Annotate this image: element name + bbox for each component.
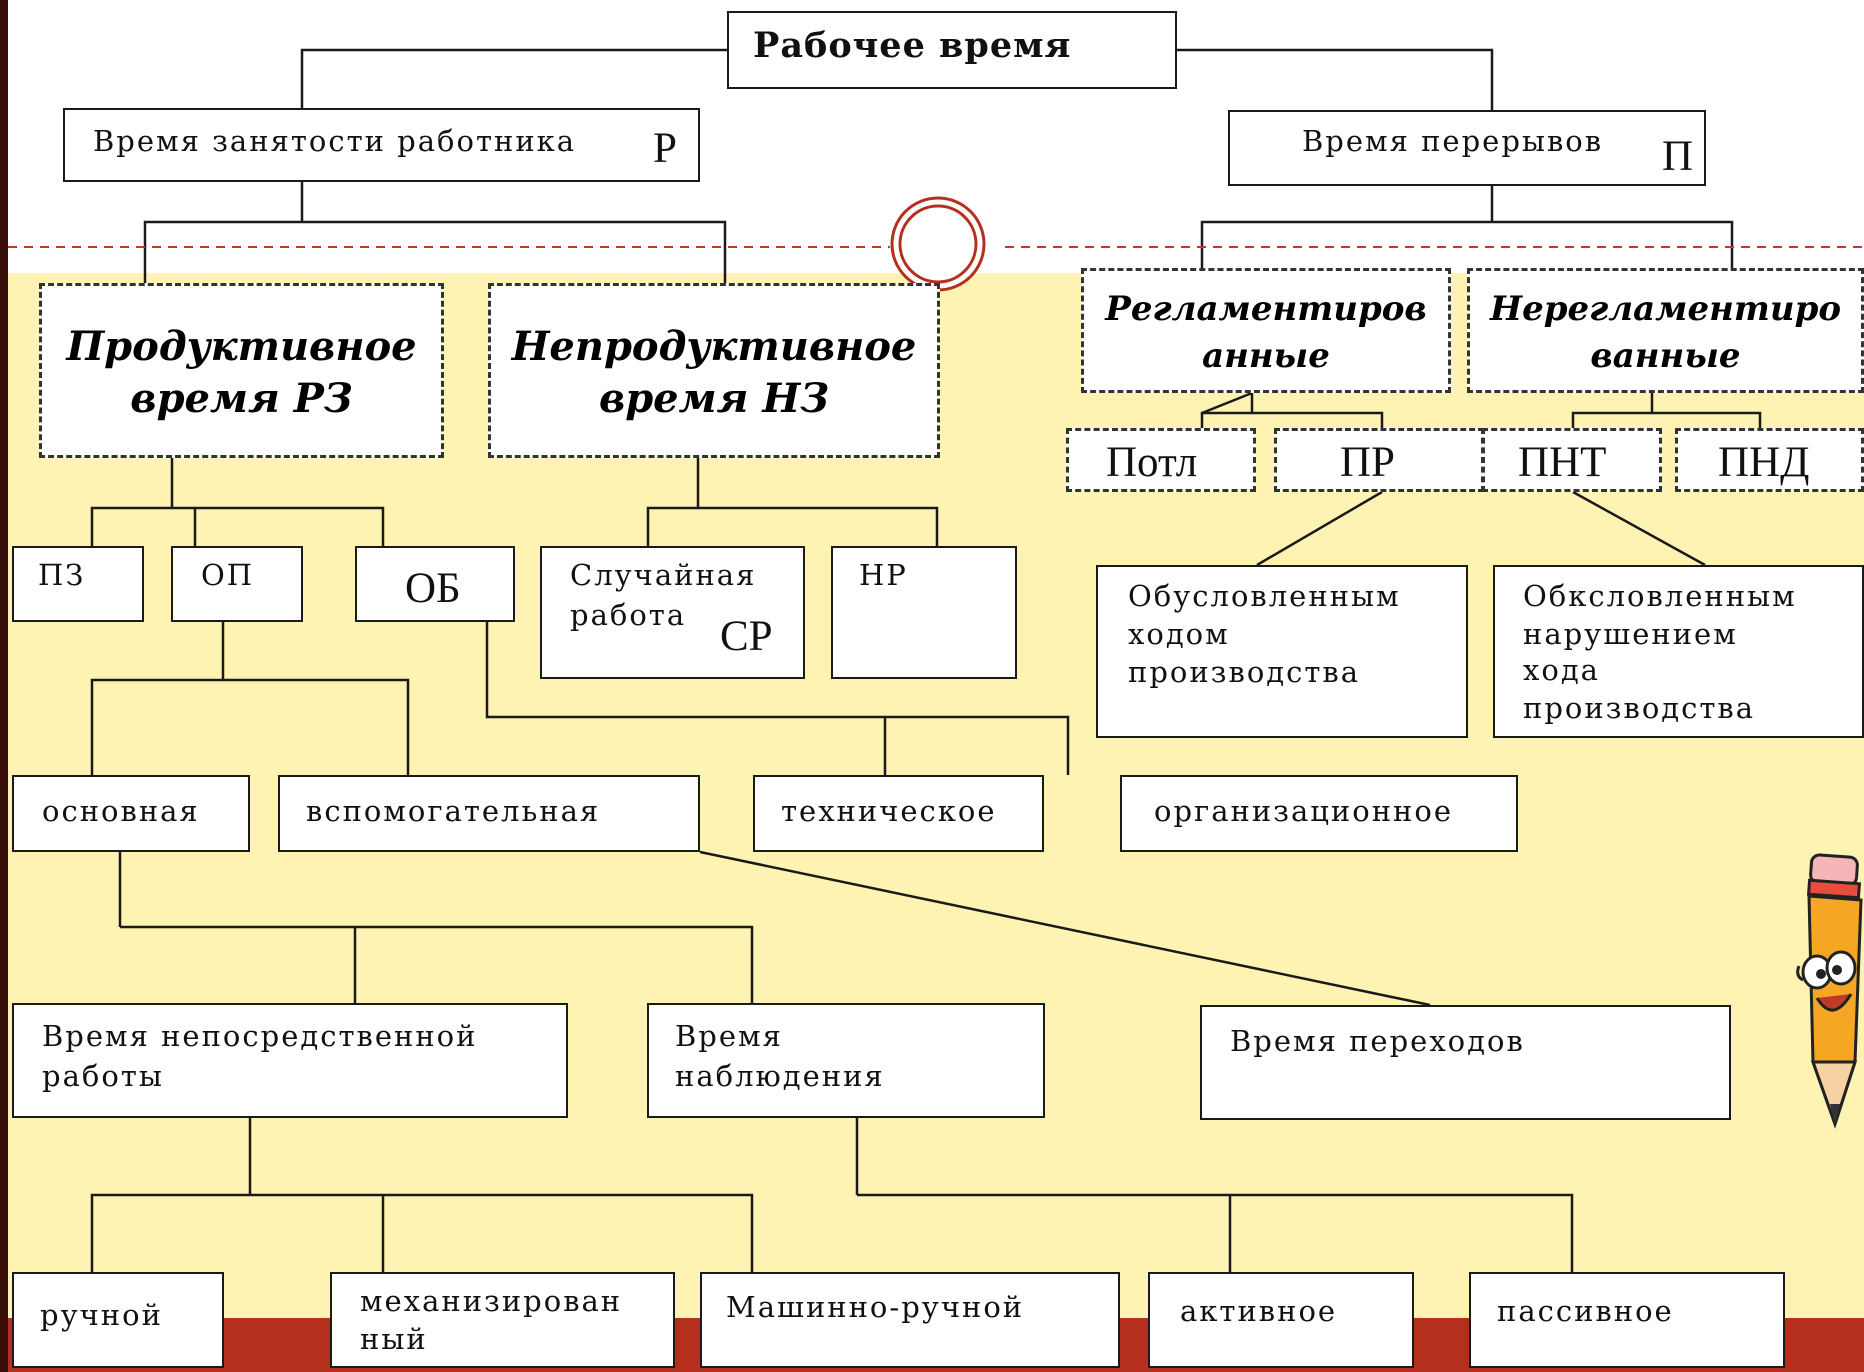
random-work-box: Случайная работа СР	[540, 546, 805, 679]
machine-manual-box: Машинно-ручной	[700, 1272, 1120, 1368]
break-type-potl: Потл	[1066, 428, 1256, 492]
passive-box: пассивное	[1469, 1272, 1785, 1368]
production-violation-line2: нарушением	[1523, 617, 1738, 651]
break-type-pnt-label: ПНТ	[1518, 439, 1607, 486]
direct-work-line2: работы	[42, 1059, 164, 1093]
op-label: ОП	[201, 558, 255, 592]
working-time-box: Рабочее время	[727, 11, 1177, 89]
break-type-potl-label: Потл	[1106, 439, 1198, 486]
break-type-pr-label: ПР	[1340, 439, 1395, 486]
transitions-box: Время переходов	[1200, 1005, 1731, 1120]
regulated-breaks-line1: Регламентиров	[1105, 289, 1427, 329]
manual-box: ручной	[12, 1272, 224, 1368]
production-course-line1: Обусловленным	[1128, 579, 1401, 613]
break-type-pnt: ПНТ	[1482, 428, 1662, 492]
break-type-pnd-label: ПНД	[1718, 439, 1810, 486]
production-violation-line1: Обксловленным	[1523, 579, 1797, 613]
unproductive-time-box: Непродуктивное время НЗ	[488, 283, 940, 458]
employment-time-box: Время занятости работника Р	[63, 108, 700, 182]
left-edge	[0, 0, 8, 1372]
machine-manual-label: Машинно-ручной	[726, 1290, 1025, 1324]
pz-label: ПЗ	[38, 558, 86, 592]
ob-box: ОБ	[355, 546, 515, 622]
production-violation-box: Обксловленным нарушением хода производст…	[1493, 565, 1864, 738]
random-work-line2: работа	[570, 598, 687, 632]
organizational-label: организационное	[1154, 794, 1453, 828]
employment-time-label: Время занятости работника	[93, 124, 577, 158]
observation-line1: Время	[675, 1019, 783, 1053]
ob-label: ОБ	[405, 565, 461, 612]
active-label: активное	[1180, 1294, 1338, 1328]
break-time-box: Время перерывов П	[1228, 110, 1706, 186]
random-work-letter: СР	[720, 613, 773, 660]
pz-box: ПЗ	[12, 546, 144, 622]
main-work-box: основная	[12, 775, 250, 852]
passive-label: пассивное	[1497, 1294, 1674, 1328]
production-violation-line4: производства	[1523, 691, 1756, 725]
regulated-breaks-box: Регламентиров анные	[1081, 268, 1451, 393]
mechanized-line2: ный	[360, 1322, 428, 1356]
op-box: ОП	[171, 546, 303, 622]
nr-box: НР	[831, 546, 1017, 679]
transitions-label: Время переходов	[1230, 1024, 1525, 1058]
manual-label: ручной	[40, 1298, 163, 1332]
production-course-line2: ходом	[1128, 617, 1230, 651]
unproductive-time-line2: время НЗ	[598, 375, 830, 422]
production-course-line3: производства	[1128, 655, 1361, 689]
technical-label: техническое	[781, 794, 997, 828]
direct-work-line1: Время непосредственной	[42, 1019, 478, 1053]
observation-line2: наблюдения	[675, 1059, 885, 1093]
auxiliary-work-box: вспомогательная	[278, 775, 700, 852]
unregulated-breaks-line2: ванные	[1590, 336, 1741, 376]
employment-time-letter: Р	[653, 125, 677, 172]
observation-box: Время наблюдения	[647, 1003, 1045, 1118]
break-type-pnd: ПНД	[1675, 428, 1864, 492]
direct-work-box: Время непосредственной работы	[12, 1003, 568, 1118]
break-type-pr: ПР	[1274, 428, 1484, 492]
productive-time-box: Продуктивное время РЗ	[39, 283, 444, 458]
unregulated-breaks-box: Нерегламентиро ванные	[1467, 268, 1864, 393]
productive-time-line2: время РЗ	[130, 375, 353, 422]
production-course-box: Обусловленным ходом производства	[1096, 565, 1468, 738]
random-work-line1: Случайная	[570, 558, 757, 592]
auxiliary-work-label: вспомогательная	[306, 794, 601, 828]
break-time-label: Время перерывов	[1302, 124, 1604, 158]
unproductive-time-line1: Непродуктивное	[511, 323, 917, 370]
nr-label: НР	[859, 558, 908, 592]
production-violation-line3: хода	[1523, 653, 1600, 687]
technical-box: техническое	[753, 775, 1044, 852]
break-time-letter: П	[1662, 133, 1694, 180]
unregulated-breaks-line1: Нерегламентиро	[1489, 289, 1842, 329]
organizational-box: организационное	[1120, 775, 1518, 852]
active-box: активное	[1148, 1272, 1414, 1368]
regulated-breaks-line2: анные	[1202, 336, 1330, 376]
pencil-mascot-icon	[1796, 853, 1863, 1129]
mechanized-line1: механизирован	[360, 1284, 623, 1318]
mechanized-box: механизирован ный	[330, 1272, 675, 1368]
productive-time-line1: Продуктивное	[66, 323, 417, 370]
working-time-title: Рабочее время	[753, 25, 1072, 66]
main-work-label: основная	[42, 794, 200, 828]
